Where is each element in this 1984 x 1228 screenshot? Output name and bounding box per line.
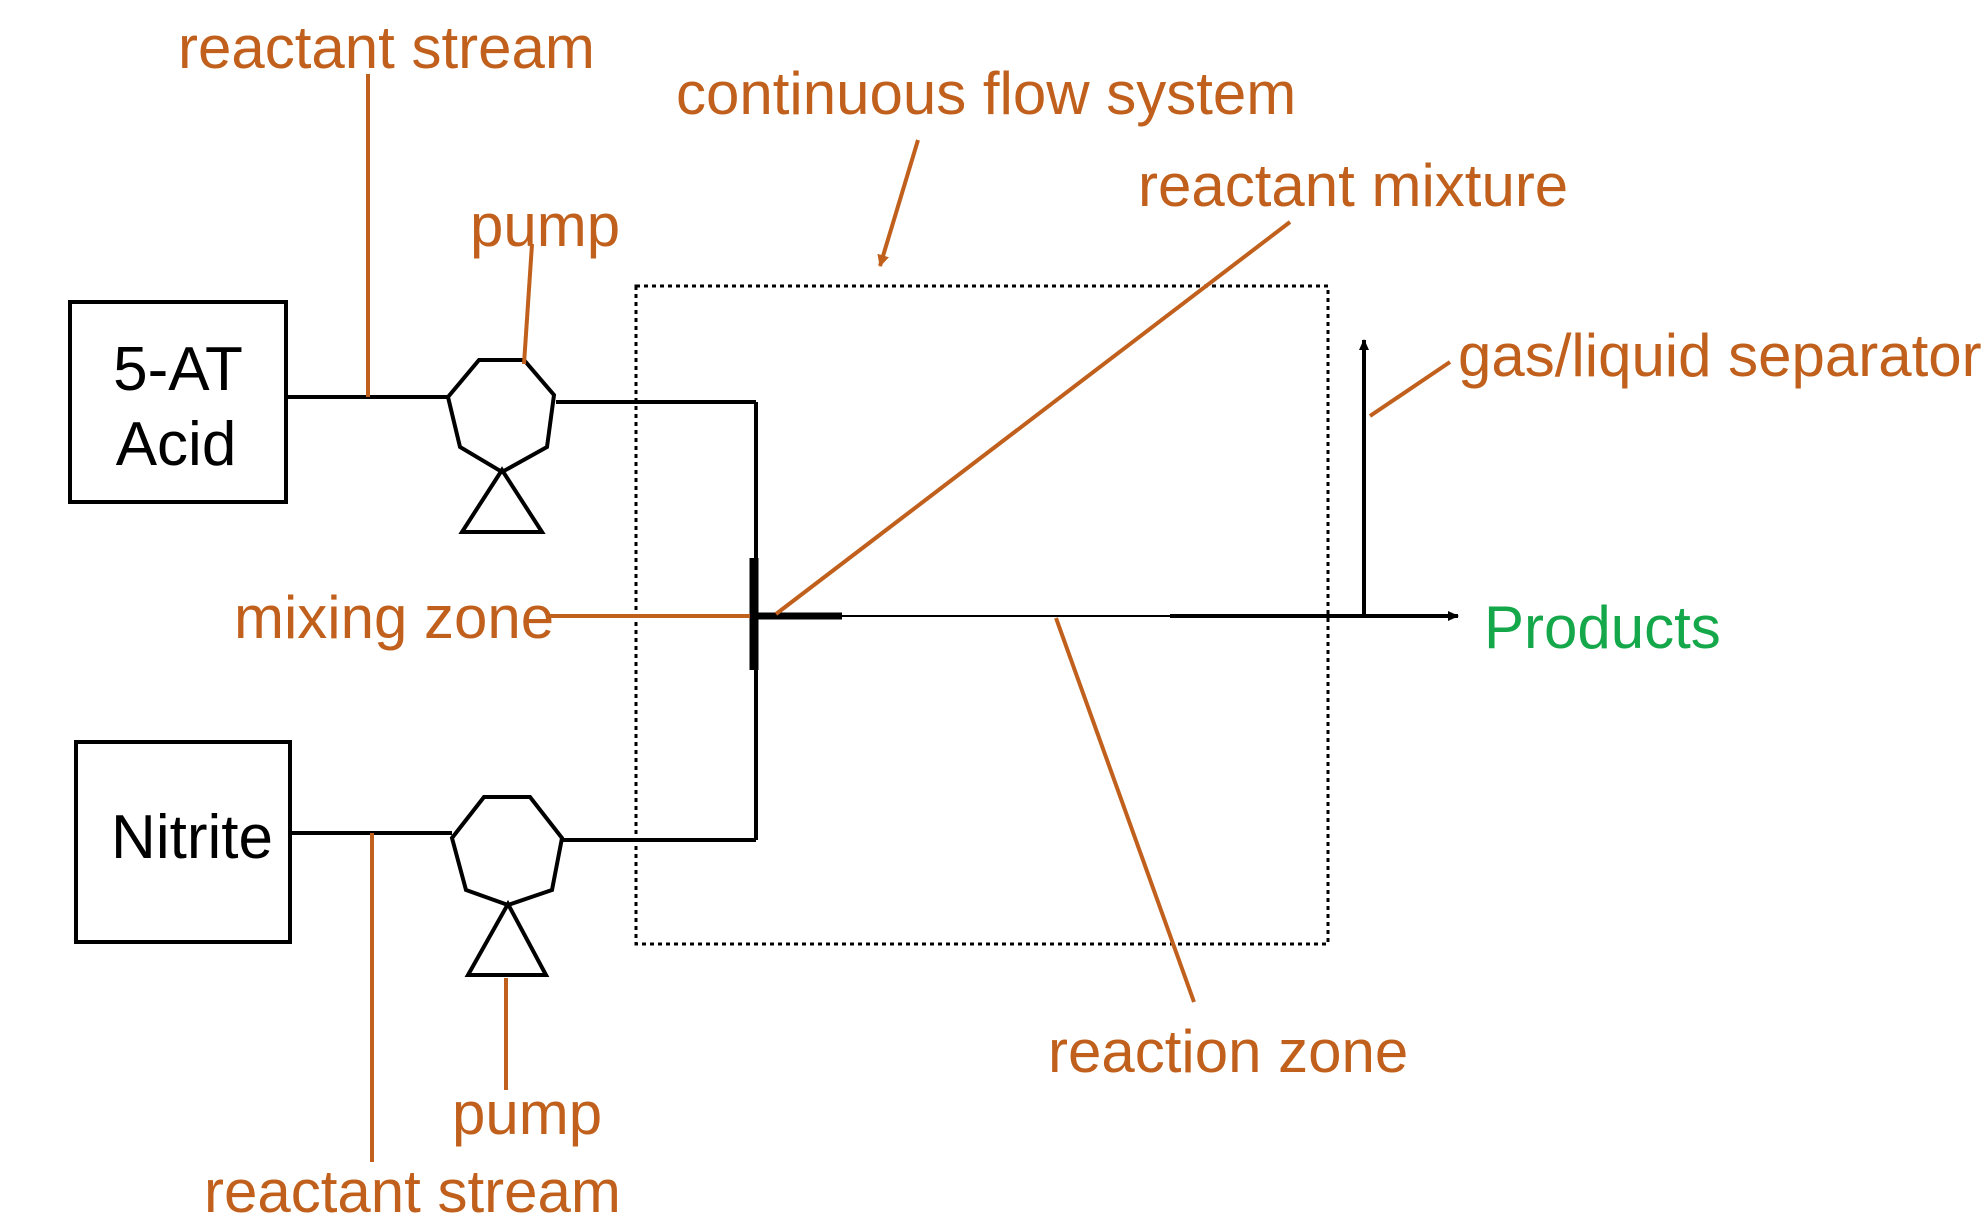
vessel-5at-label-line2: Acid (116, 410, 237, 479)
label-mixing-zone: mixing zone (234, 584, 554, 651)
annotation-leaders (366, 74, 1452, 1162)
vessel-5at-acid: 5-AT Acid (68, 300, 288, 504)
label-reactant-stream-bottom: reactant stream (204, 1158, 621, 1225)
label-continuous-flow-system: continuous flow system (676, 60, 1296, 127)
pump-icon (449, 795, 565, 977)
label-reactant-mixture: reactant mixture (1138, 152, 1568, 219)
label-reaction-zone: reaction zone (1048, 1018, 1408, 1085)
vessel-nitrite-label: Nitrite (111, 803, 273, 872)
label-gas-liquid-separator: gas/liquid separator (1458, 322, 1982, 389)
pump-icon (445, 358, 557, 534)
label-products: Products (1484, 594, 1721, 661)
mixing-tee (749, 558, 842, 670)
label-reactant-stream-top: reactant stream (178, 14, 595, 81)
label-pump-top: pump (470, 192, 620, 259)
label-pump-bottom: pump (452, 1080, 602, 1147)
vessel-5at-label-line1: 5-AT (113, 335, 243, 404)
vessel-nitrite: Nitrite (74, 740, 292, 944)
